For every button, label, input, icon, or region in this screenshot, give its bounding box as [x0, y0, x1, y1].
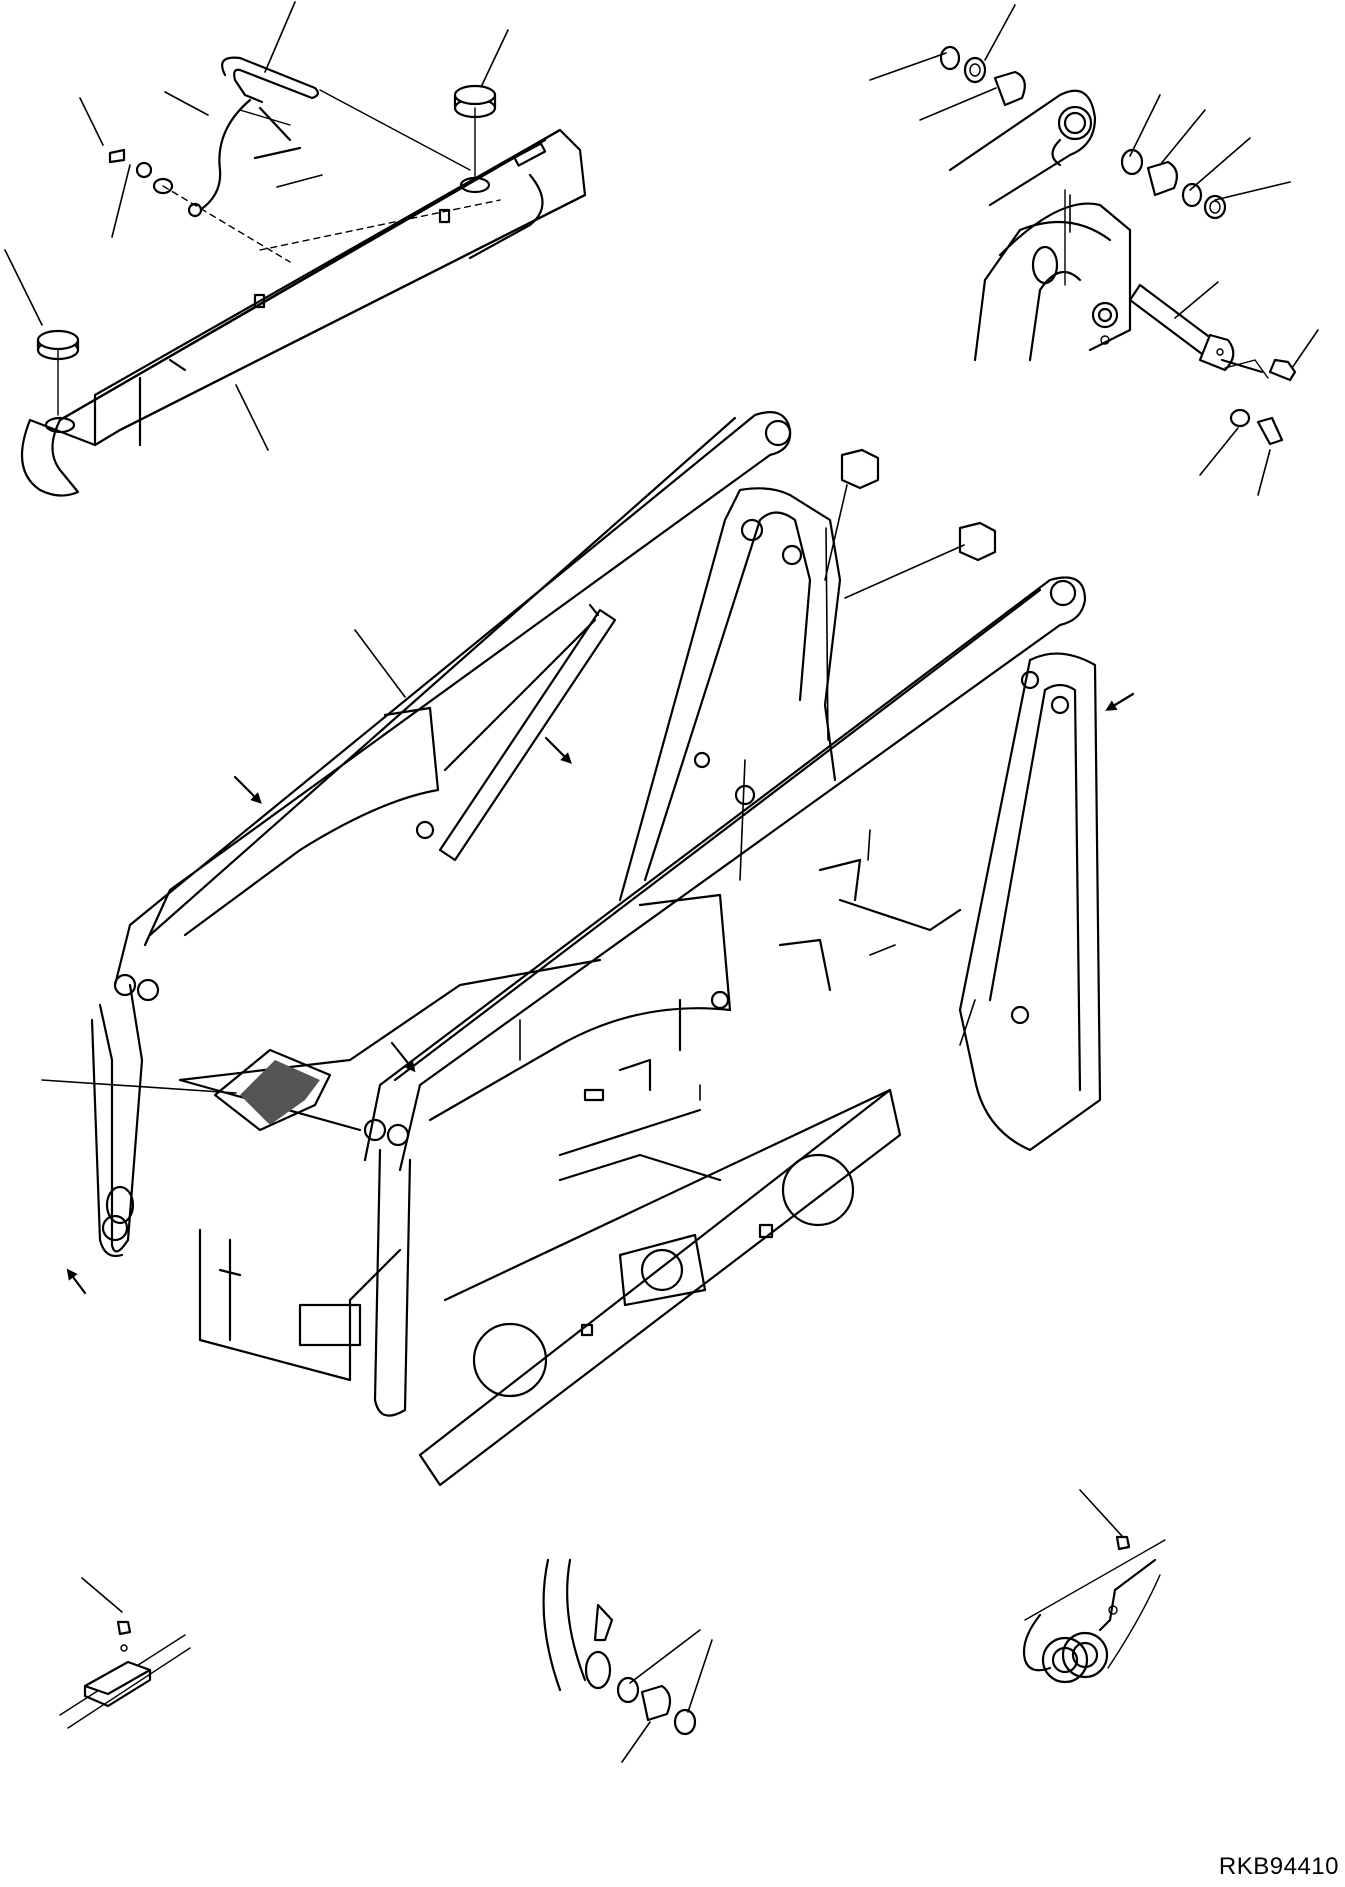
- drawing-code-label: RKB94410: [1218, 1853, 1339, 1880]
- inset-grease-fitting-right: [1022, 1535, 1166, 1684]
- pivot-pin: [1128, 283, 1297, 446]
- grommet-right: [453, 84, 497, 179]
- main-frame-assembly: [90, 411, 1102, 1487]
- callout-leaders: [4, 1, 1319, 1763]
- direction-arrows: [66, 692, 1135, 1295]
- pivot-washers: [939, 45, 1227, 220]
- pivot-bushing-detail: [948, 89, 1132, 362]
- stopper-pin: [108, 56, 471, 263]
- grommet-left: [36, 329, 80, 416]
- inset-bushing-bottom: [542, 1558, 697, 1736]
- inset-grease-fitting-left: [59, 1620, 191, 1729]
- lift-arm-detail: [20, 128, 587, 497]
